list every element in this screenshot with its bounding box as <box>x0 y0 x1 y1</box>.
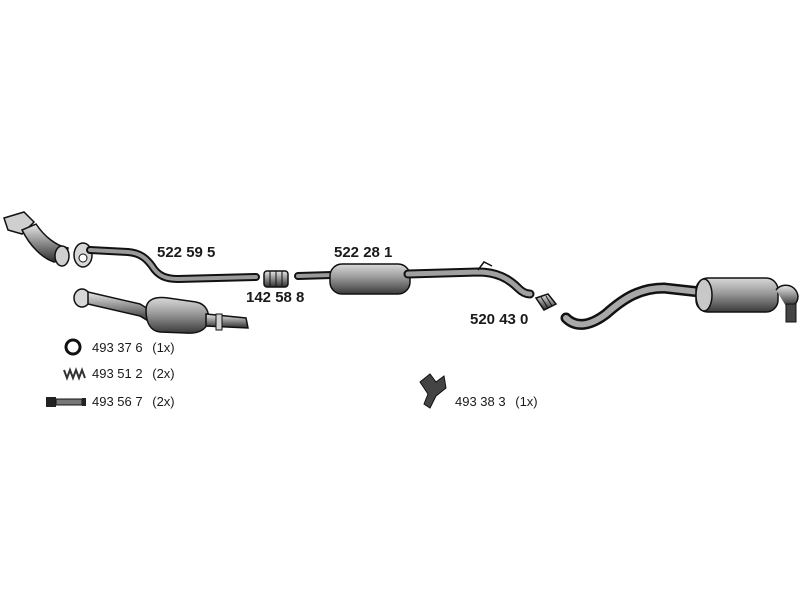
middle-silencer-part <box>294 261 535 299</box>
spring-icon <box>63 367 86 381</box>
accessory-qty: (2x) <box>152 366 175 381</box>
connector-part <box>263 270 289 288</box>
accessory-code: 493 38 3 <box>455 394 506 409</box>
rear-silencer-part <box>560 277 799 330</box>
downpipe-part <box>3 211 70 267</box>
accessory-code: 493 51 2 <box>92 366 143 381</box>
rubber-hanger-icon <box>419 373 447 409</box>
ring-gasket-icon <box>64 338 82 356</box>
accessory-qty: (1x) <box>152 340 175 355</box>
accessory-item: 493 37 6 (1x) <box>92 340 175 355</box>
bolt-icon <box>46 397 86 407</box>
catalytic-converter-part <box>73 288 249 334</box>
accessory-item: 493 51 2 (2x) <box>92 366 175 381</box>
accessory-code: 493 37 6 <box>92 340 143 355</box>
accessory-code: 493 56 7 <box>92 394 143 409</box>
accessory-item: 493 56 7 (2x) <box>92 394 175 409</box>
accessory-qty: (1x) <box>515 394 538 409</box>
front-pipe-label: 522 59 5 <box>157 244 216 261</box>
middle-silencer-label: 522 28 1 <box>334 244 393 261</box>
connector-label: 142 58 8 <box>246 289 305 306</box>
front-pipe-part <box>73 242 260 284</box>
accessory-qty: (2x) <box>152 394 175 409</box>
accessory-item: 493 38 3 (1x) <box>455 394 538 409</box>
intermediate-connector-label: 520 43 0 <box>470 311 529 328</box>
intermediate-connector-part <box>534 293 558 311</box>
